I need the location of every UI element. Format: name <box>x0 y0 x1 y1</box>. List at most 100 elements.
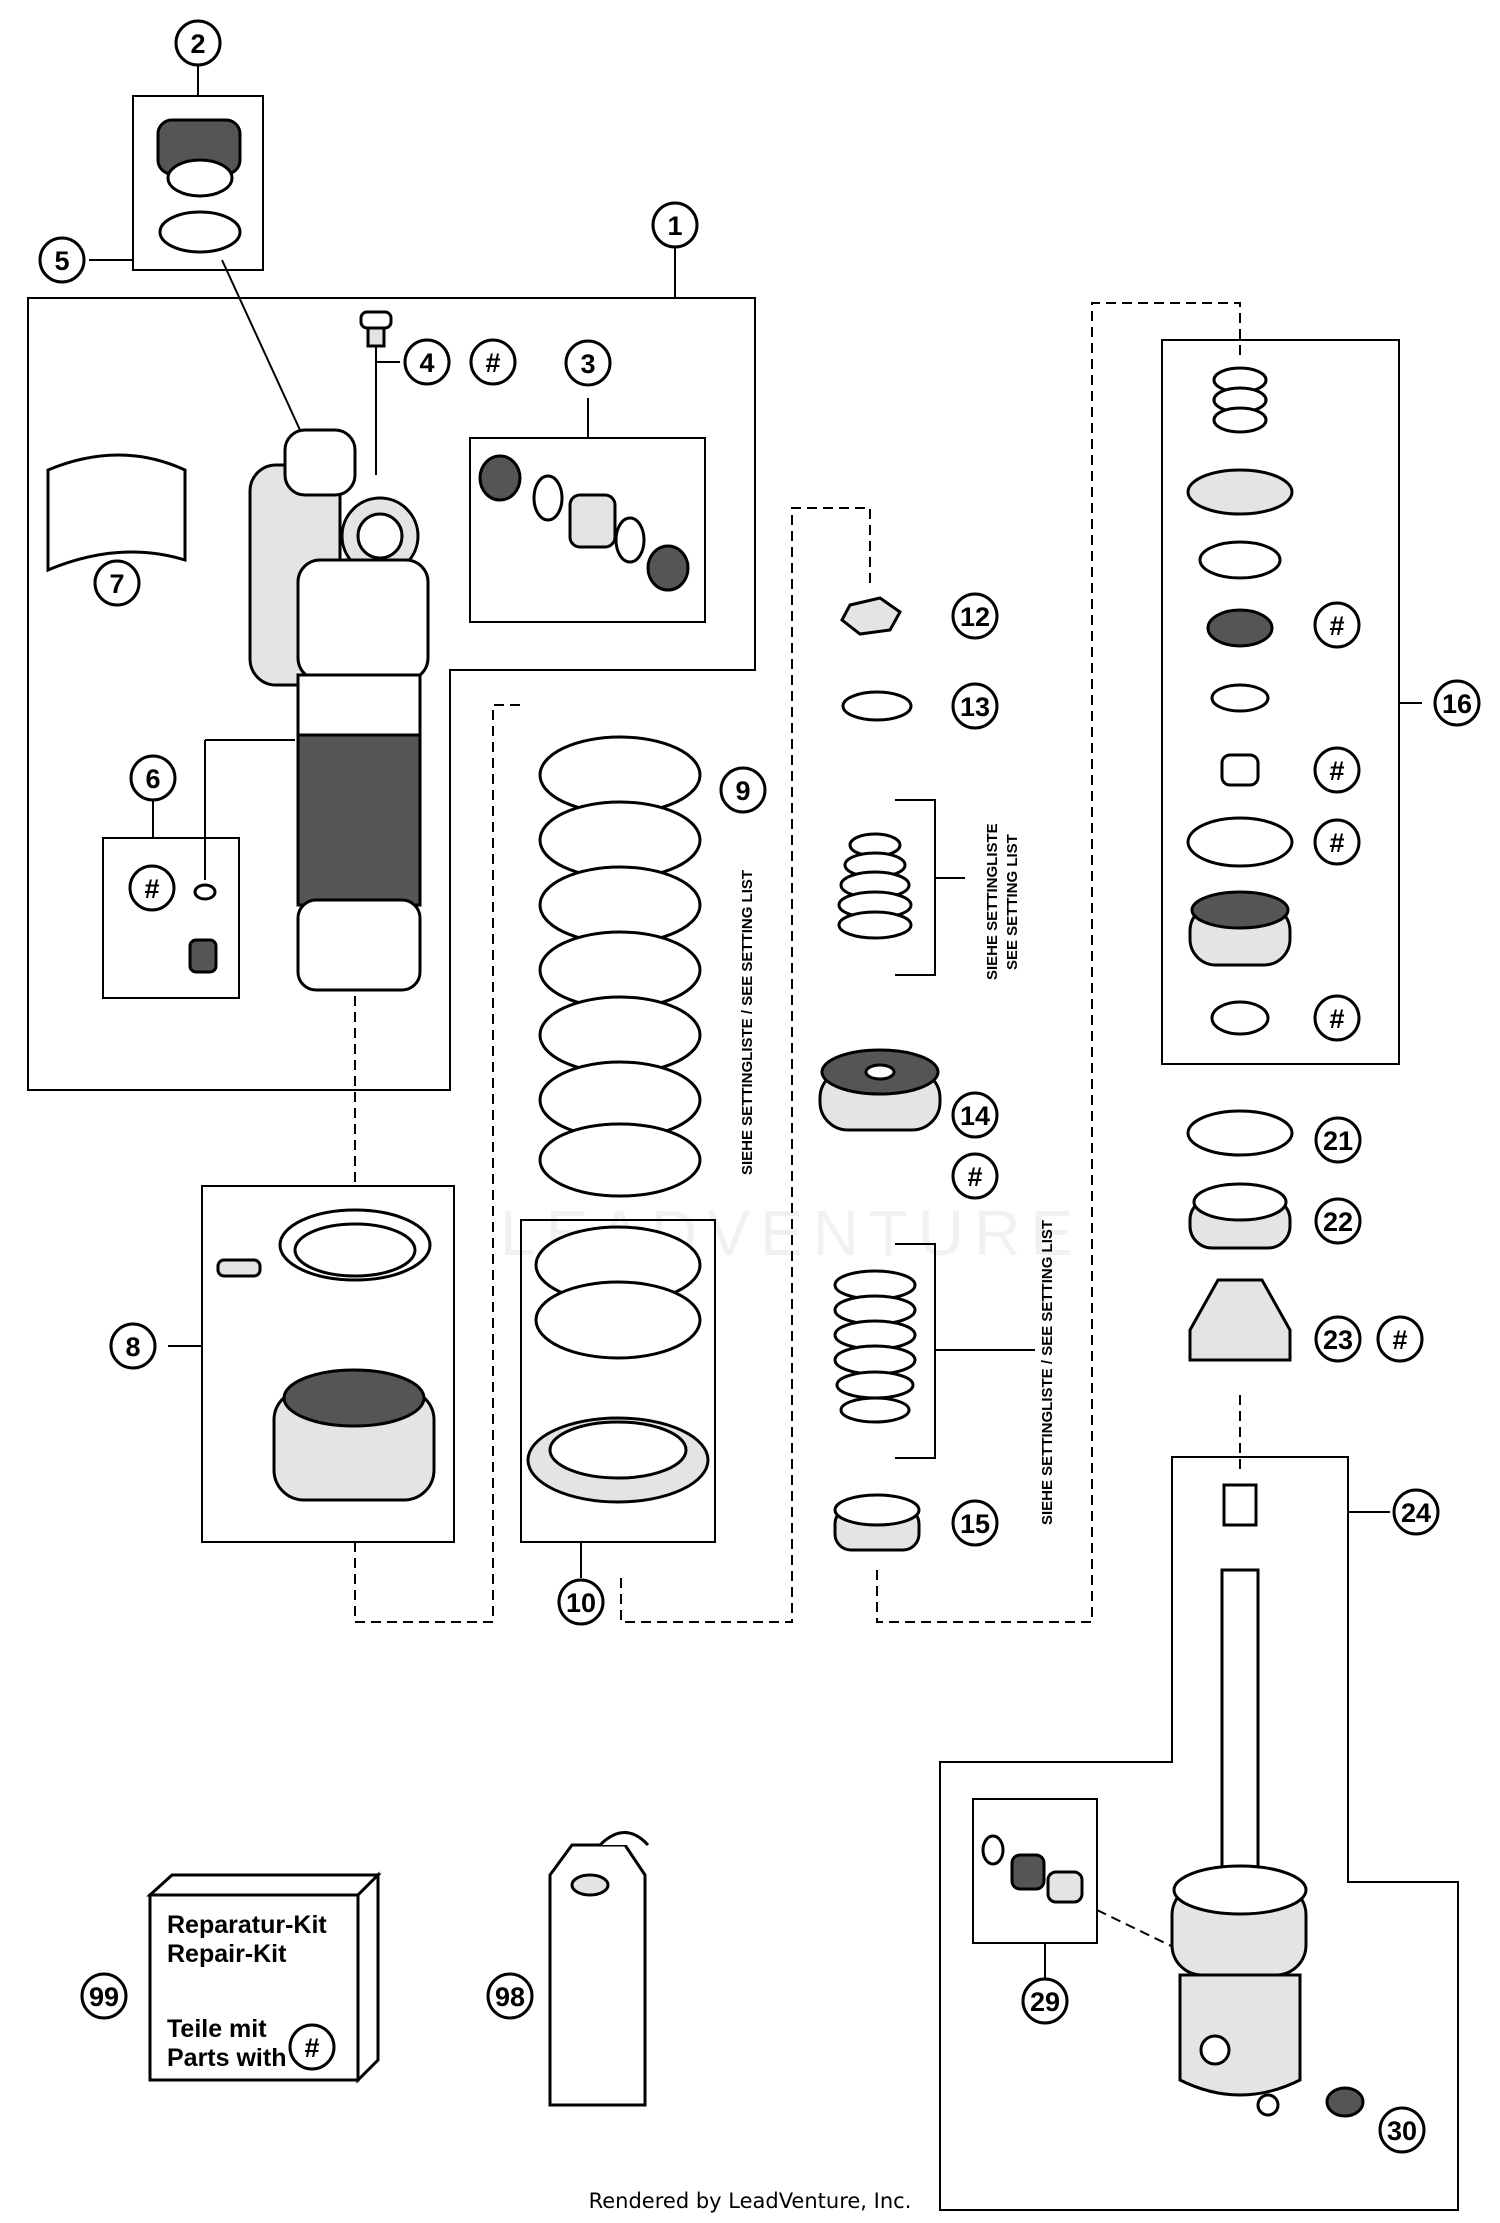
callout-14: 14 <box>951 1091 999 1139</box>
part-98-oil-can <box>548 1831 650 2107</box>
part-14-piston <box>818 1048 942 1132</box>
callout-16-hash-b: # <box>1313 746 1361 794</box>
dash-29-to-24 <box>1096 1909 1201 1961</box>
kit-label-line2: Repair-Kit <box>167 1940 287 1968</box>
svg-text:1: 1 <box>667 211 682 241</box>
svg-text:21: 21 <box>1323 1126 1353 1156</box>
part-21-circlip <box>1186 1109 1294 1157</box>
callout-6-hash: # <box>128 864 176 912</box>
setting-list-label-spring: SIEHE SETTINGLISTE / SEE SETTING LIST <box>739 870 756 1175</box>
svg-text:24: 24 <box>1401 1498 1431 1528</box>
part-shim-stack-lower <box>833 1269 917 1424</box>
part-30-cap <box>1325 2086 1365 2118</box>
part-1-shock-body <box>248 428 430 992</box>
callout-98: 98 <box>486 1972 534 2020</box>
part-10-spring-seat <box>526 1225 710 1504</box>
setting-list-label-en: SEE SETTING LIST <box>1004 834 1021 970</box>
svg-text:6: 6 <box>145 764 160 794</box>
box-10 <box>520 1219 716 1543</box>
dash-10-to-12 <box>620 507 871 1623</box>
footer-credit: Rendered by LeadVenture, Inc. <box>589 2189 912 2213</box>
part-9-spring <box>538 735 702 1198</box>
callout-16-hash-a: # <box>1313 601 1361 649</box>
part-29-valve-set <box>981 1834 1084 1904</box>
svg-text:8: 8 <box>125 1332 140 1362</box>
svg-text:#: # <box>967 1162 982 1192</box>
svg-text:#: # <box>1392 1325 1407 1355</box>
part-16-valve-stack <box>1186 366 1294 1036</box>
box-6 <box>102 837 240 999</box>
assembly-24-frame <box>939 1456 1459 2211</box>
svg-text:14: 14 <box>960 1101 990 1131</box>
callout-16-hash-d: # <box>1313 994 1361 1042</box>
callout-13: 13 <box>951 682 999 730</box>
dash-15-to-16 <box>876 302 1241 1623</box>
part-3-bearing-set <box>478 454 690 592</box>
callout-5: 5 <box>38 236 86 284</box>
svg-text:#: # <box>1329 1004 1344 1034</box>
svg-text:12: 12 <box>960 602 990 632</box>
svg-text:3: 3 <box>580 349 595 379</box>
svg-text:#: # <box>144 874 159 904</box>
leader-9-bracket <box>895 799 965 976</box>
callout-4-hash: # <box>469 338 517 386</box>
part-24-shaft-clevis <box>1170 1483 1308 2117</box>
box-29 <box>972 1798 1098 1944</box>
callout-15: 15 <box>951 1499 999 1547</box>
kit-label-line4: Parts with <box>167 2044 286 2072</box>
svg-text:4: 4 <box>419 348 434 378</box>
part-8-preload-rings <box>216 1208 436 1502</box>
leader-5-to-part <box>221 259 301 431</box>
part-5-o-ring <box>158 210 242 254</box>
svg-text:29: 29 <box>1030 1987 1060 2017</box>
svg-text:30: 30 <box>1387 2116 1417 2146</box>
leader-6-to-shock <box>204 739 295 880</box>
callout-24: 24 <box>1392 1488 1440 1536</box>
setting-list-label-lower: SIEHE SETTINGLISTE / SEE SETTING LIST <box>1039 1220 1056 1525</box>
svg-text:#: # <box>485 348 500 378</box>
svg-text:5: 5 <box>54 246 69 276</box>
svg-text:23: 23 <box>1323 1325 1353 1355</box>
part-7-sleeve <box>46 453 187 573</box>
dash-8-to-9 <box>354 704 521 1623</box>
callout-14-hash: # <box>951 1152 999 1200</box>
part-22-cap <box>1188 1182 1292 1250</box>
callout-6: 6 <box>129 754 177 802</box>
callout-9: 9 <box>719 766 767 814</box>
callout-29: 29 <box>1021 1977 1069 2025</box>
callout-16: 16 <box>1433 679 1481 727</box>
callout-23-hash: # <box>1376 1315 1424 1363</box>
callout-1: 1 <box>651 201 699 249</box>
svg-text:2: 2 <box>190 29 205 59</box>
svg-text:#: # <box>1329 756 1344 786</box>
callout-12: 12 <box>951 592 999 640</box>
callout-21: 21 <box>1314 1116 1362 1164</box>
svg-text:#: # <box>1329 828 1344 858</box>
svg-text:98: 98 <box>495 1982 525 2012</box>
svg-text:#: # <box>1329 611 1344 641</box>
callout-3: 3 <box>564 339 612 387</box>
part-23-bumper <box>1188 1278 1292 1362</box>
setting-list-label-de: SIEHE SETTINGLISTE <box>984 823 1001 980</box>
svg-text:15: 15 <box>960 1509 990 1539</box>
svg-text:99: 99 <box>89 1982 119 2012</box>
callout-23: 23 <box>1314 1315 1362 1363</box>
svg-text:16: 16 <box>1442 689 1472 719</box>
svg-text:#: # <box>304 2033 319 2063</box>
leader-15-bracket <box>895 1243 1035 1459</box>
callout-30: 30 <box>1378 2106 1426 2154</box>
part-2-cap <box>156 118 242 198</box>
part-shim-stack-upper <box>837 832 913 940</box>
kit-label-line1: Reparatur-Kit <box>167 1911 327 1939</box>
svg-text:9: 9 <box>735 776 750 806</box>
svg-text:10: 10 <box>566 1588 596 1618</box>
callout-2: 2 <box>174 19 222 67</box>
callout-99-hash: # <box>288 2023 336 2071</box>
callout-22: 22 <box>1314 1197 1362 1245</box>
svg-text:13: 13 <box>960 692 990 722</box>
callout-8: 8 <box>109 1322 157 1370</box>
part-4-screw <box>359 310 393 348</box>
callout-4: 4 <box>403 338 451 386</box>
assembly-1-frame <box>27 297 756 1091</box>
